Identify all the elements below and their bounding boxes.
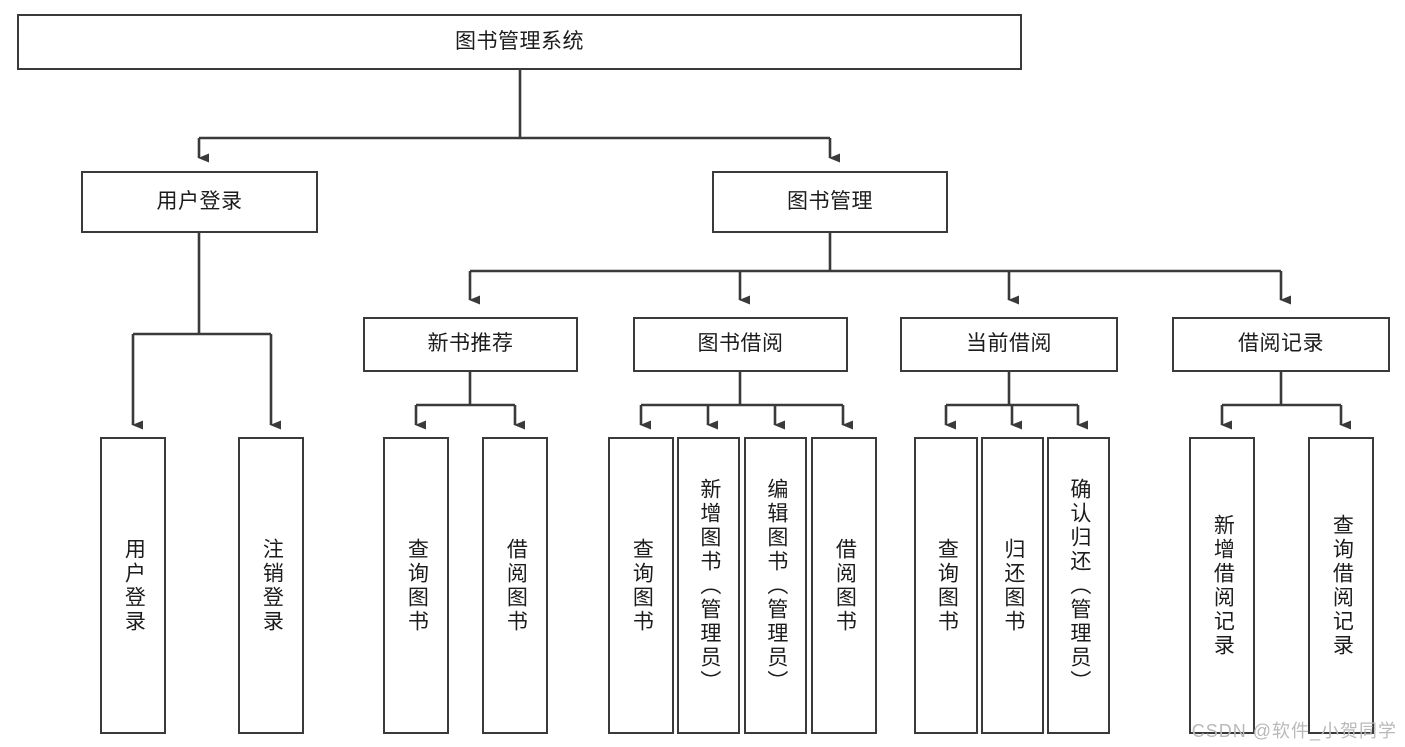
node-leaf-add-record-label: 新增借阅记录: [1211, 513, 1235, 658]
node-leaf-query-book-2-label: 查询图书: [630, 537, 654, 634]
node-leaf-logout-login-label: 注销登录: [260, 537, 284, 634]
node-root[interactable]: 图书管理系统: [17, 14, 1022, 70]
node-book-manage-label: 图书管理: [787, 189, 873, 213]
node-leaf-confirm-return-label: 确认归还（管理员）: [1067, 477, 1091, 694]
node-leaf-query-book-2[interactable]: 查询图书: [608, 437, 674, 734]
node-leaf-user-login[interactable]: 用户登录: [100, 437, 166, 734]
node-leaf-query-book-3-label: 查询图书: [935, 537, 959, 634]
node-root-label: 图书管理系统: [455, 29, 584, 53]
node-leaf-query-book-1[interactable]: 查询图书: [383, 437, 449, 734]
node-leaf-query-record[interactable]: 查询借阅记录: [1308, 437, 1374, 734]
node-leaf-borrow-book-2-label: 借阅图书: [833, 537, 857, 634]
node-leaf-query-book-1-label: 查询图书: [405, 537, 429, 634]
node-leaf-add-book-label: 新增图书（管理员）: [697, 477, 721, 694]
node-borrow-record[interactable]: 借阅记录: [1172, 317, 1390, 372]
node-leaf-borrow-book-1[interactable]: 借阅图书: [482, 437, 548, 734]
node-leaf-user-login-label: 用户登录: [122, 537, 146, 634]
node-book-borrow[interactable]: 图书借阅: [633, 317, 848, 372]
node-leaf-edit-book-label: 编辑图书（管理员）: [764, 477, 788, 694]
node-leaf-edit-book[interactable]: 编辑图书（管理员）: [744, 437, 807, 734]
node-leaf-query-record-label: 查询借阅记录: [1330, 513, 1354, 658]
node-leaf-return-book-label: 归还图书: [1001, 537, 1025, 634]
node-book-manage[interactable]: 图书管理: [712, 171, 948, 233]
node-leaf-return-book[interactable]: 归还图书: [981, 437, 1044, 734]
node-book-borrow-label: 图书借阅: [697, 332, 784, 356]
node-leaf-query-book-3[interactable]: 查询图书: [914, 437, 978, 734]
node-leaf-borrow-book-1-label: 借阅图书: [504, 537, 528, 634]
node-borrow-record-label: 借阅记录: [1238, 332, 1324, 356]
node-current-borrow[interactable]: 当前借阅: [900, 317, 1118, 372]
node-leaf-borrow-book-2[interactable]: 借阅图书: [811, 437, 877, 734]
node-user-login[interactable]: 用户登录: [81, 171, 318, 233]
node-new-book-recommend-label: 新书推荐: [427, 332, 514, 356]
node-new-book-recommend[interactable]: 新书推荐: [363, 317, 578, 372]
node-leaf-confirm-return[interactable]: 确认归还（管理员）: [1047, 437, 1110, 734]
node-current-borrow-label: 当前借阅: [966, 332, 1052, 356]
node-leaf-logout-login[interactable]: 注销登录: [238, 437, 304, 734]
node-leaf-add-book[interactable]: 新增图书（管理员）: [677, 437, 740, 734]
node-user-login-label: 用户登录: [156, 189, 243, 213]
node-leaf-add-record[interactable]: 新增借阅记录: [1189, 437, 1255, 734]
